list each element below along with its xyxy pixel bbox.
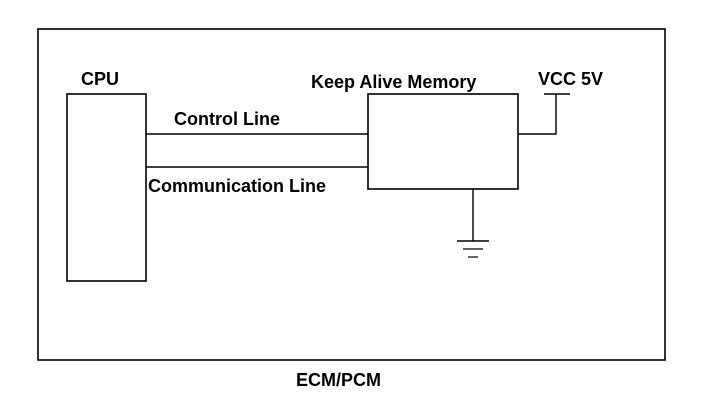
vcc-label: VCC 5V — [538, 69, 603, 89]
keep-alive-memory-block — [367, 93, 519, 190]
cpu-label: CPU — [81, 69, 119, 89]
ground-symbol-icon — [457, 240, 489, 258]
cpu-block — [66, 93, 147, 282]
control-line-label: Control Line — [174, 109, 280, 129]
keep-alive-memory-label: Keep Alive Memory — [311, 72, 476, 92]
communication-line-label: Communication Line — [148, 176, 326, 196]
module-boundary — [37, 28, 666, 361]
vcc-wire — [518, 94, 557, 135]
module-label: ECM/PCM — [296, 370, 381, 390]
